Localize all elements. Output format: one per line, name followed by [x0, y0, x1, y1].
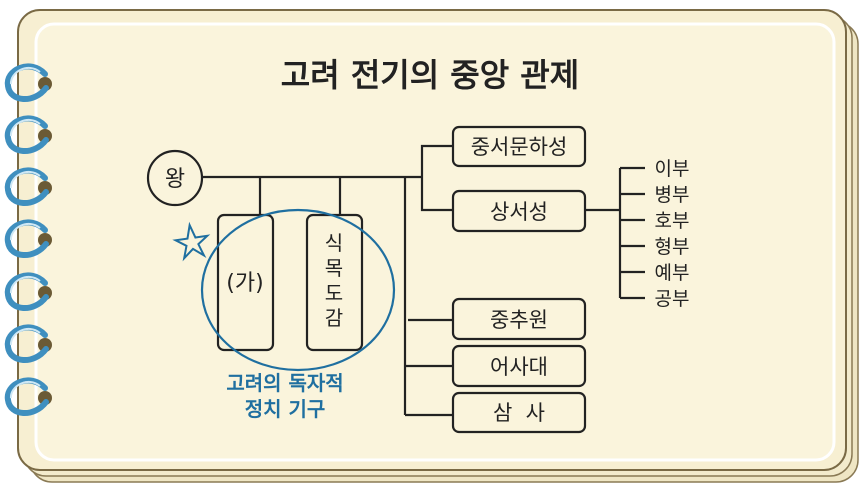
star-icon: [172, 221, 211, 262]
annotation-line2: 정치 기구: [245, 397, 326, 421]
ring-highlight: [10, 222, 41, 241]
sikmok-char: 도: [325, 281, 343, 305]
king-label: 왕: [165, 167, 185, 192]
sikmok-char: 감: [325, 306, 343, 330]
ring-highlight: [10, 66, 41, 85]
box-sangseo: 상서성: [451, 189, 587, 233]
ministry-label: 호부: [655, 210, 690, 232]
ministry-label: 병부: [655, 184, 690, 206]
unknown-label: (가): [226, 271, 263, 296]
ring-highlight: [10, 170, 41, 189]
ring-highlight: [10, 118, 41, 137]
sikmok-char: 식: [325, 231, 343, 255]
box-jungchu: 중추원: [451, 297, 587, 341]
king-node: 왕: [146, 149, 204, 207]
diagram-title: 고려 전기의 중앙 관제: [281, 56, 579, 94]
box-samsa: 삼 사: [451, 391, 587, 434]
annotation-line1: 고려의 독자적: [226, 371, 343, 395]
ministry-label: 예부: [655, 262, 690, 284]
spiral-rings: [4, 63, 52, 416]
box-eosa: 어사대: [451, 344, 587, 388]
ring-highlight: [10, 327, 41, 346]
box-label: 중서문하성: [471, 135, 568, 159]
box-label: 상서성: [490, 200, 548, 224]
box-label: 어사대: [490, 355, 548, 379]
box-label: 삼 사: [493, 401, 545, 425]
ring-highlight: [10, 380, 41, 399]
box-label: 중추원: [490, 308, 548, 332]
ministry-label: 이부: [655, 158, 690, 180]
connector-lines: [202, 144, 645, 417]
ministry-label: 형부: [655, 236, 690, 258]
box-jungseo: 중서문하성: [451, 125, 587, 168]
unknown-institution-box: (가): [216, 213, 275, 352]
highlight-circle: [200, 208, 396, 372]
sikmok-char: 목: [325, 256, 343, 280]
ministry-label: 공부: [655, 288, 690, 310]
ring-highlight: [10, 275, 41, 294]
ministries: 이부 병부 호부 형부 예부 공부: [655, 158, 690, 310]
